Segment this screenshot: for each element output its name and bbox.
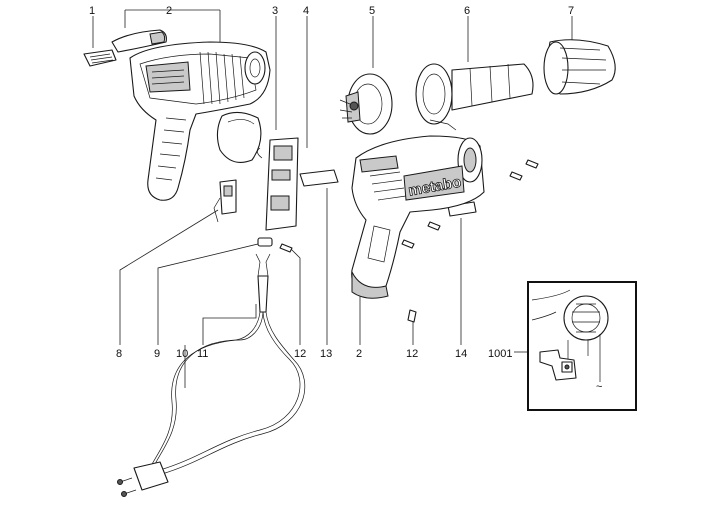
part-12-screw-b	[407, 309, 417, 323]
part-3-side-cover	[216, 111, 262, 163]
callout-10: 10	[176, 348, 188, 360]
part-1-sticker	[83, 49, 117, 67]
ac-symbol: ~	[596, 381, 602, 393]
leader-12a	[289, 247, 301, 345]
part-2-top-cover	[111, 29, 167, 53]
inset-1001-wiring-detail: ~	[527, 281, 637, 411]
callout-6: 6	[464, 5, 470, 17]
callout-2-bottom: 2	[356, 348, 362, 360]
loose-screws	[401, 159, 539, 249]
callout-13: 13	[320, 348, 332, 360]
callout-1001: 1001	[488, 348, 512, 360]
callout-3: 3	[272, 5, 278, 17]
leader-11	[202, 304, 257, 345]
callout-labels: 1 2 3 4 5 6 7 8 9 10 11 12 13 2 12 14 10…	[89, 5, 574, 360]
callout-1: 1	[89, 5, 95, 17]
leader-8	[119, 209, 219, 345]
callout-5: 5	[369, 5, 375, 17]
callout-8: 8	[116, 348, 122, 360]
part-5-fan	[339, 73, 393, 135]
part-12-screw-a	[279, 243, 293, 253]
part-9-holder	[257, 237, 273, 247]
part-13-label-plate	[299, 169, 339, 187]
part-7-nozzle	[543, 39, 616, 95]
leader-lines	[92, 9, 573, 388]
power-plug	[117, 461, 169, 497]
callout-9: 9	[154, 348, 160, 360]
assembled-heat-gun: metabo	[351, 135, 485, 299]
callout-4: 4	[303, 5, 309, 17]
left-housing-half	[129, 41, 271, 201]
callout-7: 7	[568, 5, 574, 17]
callout-12-right: 12	[406, 348, 418, 360]
part-8-switch	[213, 179, 237, 223]
part-4-electronic-module	[257, 137, 299, 231]
callout-12-left: 12	[294, 348, 306, 360]
callout-2-top: 2	[166, 5, 172, 17]
leader-9	[157, 243, 259, 345]
callout-11: 11	[197, 348, 208, 360]
power-cable	[145, 253, 306, 483]
callout-14: 14	[455, 348, 467, 360]
part-6-heating-element	[415, 63, 534, 131]
